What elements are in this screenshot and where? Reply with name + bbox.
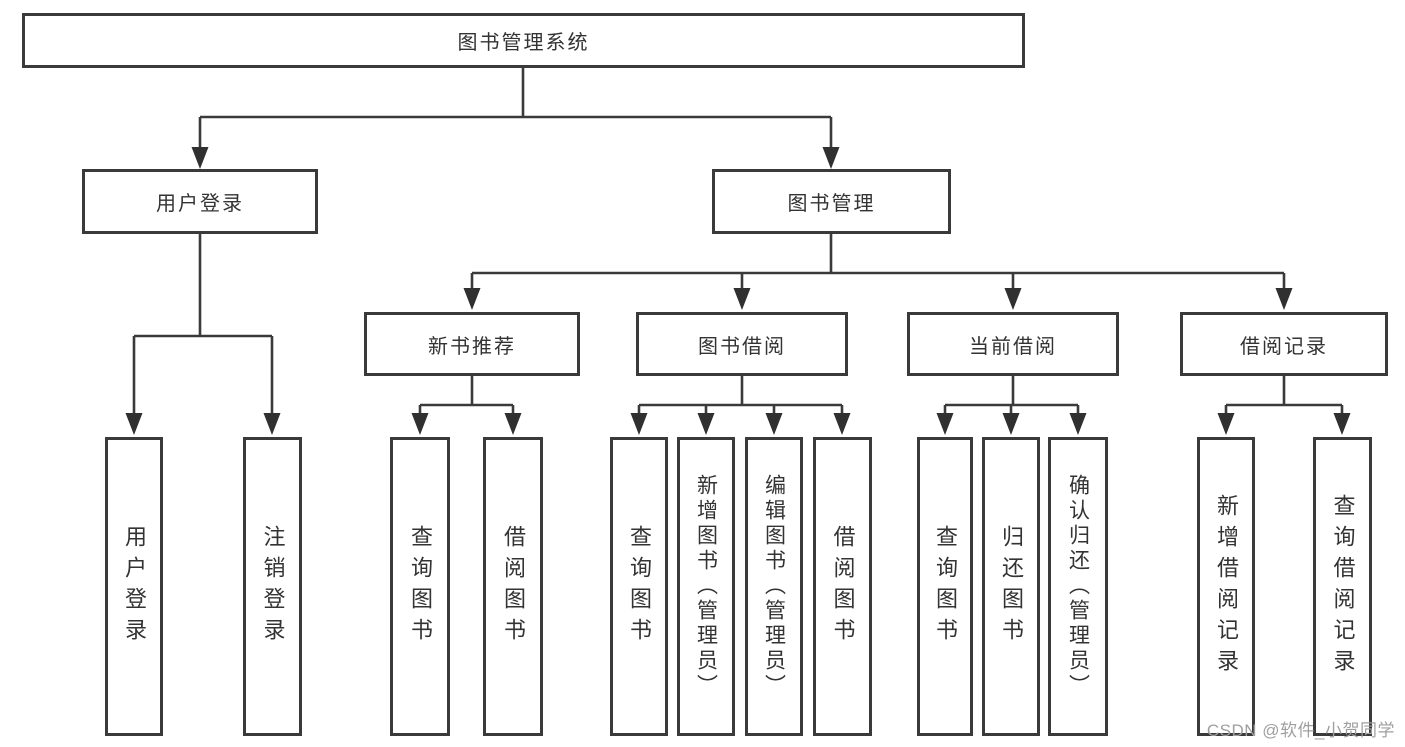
leaf-return-books-label: 归还图书 (999, 524, 1024, 649)
leaf-query-borrow-record-label: 查询借阅记录 (1330, 493, 1356, 680)
leaf-user-login: 用户登录 (105, 437, 163, 736)
leaf-add-borrow-record-label: 新增借阅记录 (1214, 493, 1239, 680)
node-borrowing-records: 借阅记录 (1180, 312, 1388, 376)
leaf-query-books-1-label: 查询图书 (408, 524, 433, 649)
node-user-login-label: 用户登录 (156, 193, 244, 215)
leaf-query-books-3-label: 查询图书 (933, 524, 958, 649)
leaf-query-books-3: 查询图书 (917, 437, 973, 736)
node-root-label: 图书管理系统 (457, 32, 590, 54)
node-user-login: 用户登录 (82, 169, 318, 234)
arrowheads (125, 147, 1351, 435)
node-new-book-recommend: 新书推荐 (364, 312, 580, 376)
watermark-text: CSDN @软件_小贺同学 (1206, 721, 1395, 740)
leaf-add-books-admin-label: 新增图书（管理员） (694, 474, 718, 699)
leaf-query-borrow-record: 查询借阅记录 (1313, 437, 1372, 736)
leaf-borrow-books-2-label: 借阅图书 (830, 524, 856, 649)
node-new-book-recommend-label: 新书推荐 (428, 335, 516, 358)
leaf-logout-login: 注销登录 (243, 437, 302, 736)
leaf-add-borrow-record: 新增借阅记录 (1197, 437, 1255, 736)
node-root: 图书管理系统 (22, 13, 1025, 68)
leaf-query-books-2: 查询图书 (610, 437, 668, 736)
leaf-return-books: 归还图书 (982, 437, 1040, 736)
leaf-user-login-label: 用户登录 (122, 524, 147, 649)
leaf-borrow-books-2: 借阅图书 (813, 437, 872, 736)
node-book-management: 图书管理 (712, 169, 951, 234)
leaf-query-books-1: 查询图书 (390, 437, 450, 736)
node-current-borrowing: 当前借阅 (907, 312, 1119, 376)
node-borrowing-records-label: 借阅记录 (1240, 335, 1328, 358)
leaf-edit-books-admin-label: 编辑图书（管理员） (762, 474, 786, 699)
node-book-borrowing-label: 图书借阅 (698, 335, 786, 358)
leaf-borrow-books-1: 借阅图书 (483, 437, 543, 736)
leaf-confirm-return-admin-label: 确认归还（管理员） (1066, 474, 1090, 699)
leaf-query-books-2-label: 查询图书 (627, 524, 652, 649)
node-current-borrowing-label: 当前借阅 (969, 335, 1057, 358)
leaf-confirm-return-admin: 确认归还（管理员） (1048, 437, 1108, 736)
leaf-edit-books-admin: 编辑图书（管理员） (745, 437, 803, 736)
leaf-borrow-books-1-label: 借阅图书 (501, 524, 526, 649)
leaf-logout-login-label: 注销登录 (260, 524, 286, 649)
node-book-management-label: 图书管理 (787, 193, 876, 215)
leaf-add-books-admin: 新增图书（管理员） (677, 437, 735, 736)
node-book-borrowing: 图书借阅 (636, 312, 848, 376)
